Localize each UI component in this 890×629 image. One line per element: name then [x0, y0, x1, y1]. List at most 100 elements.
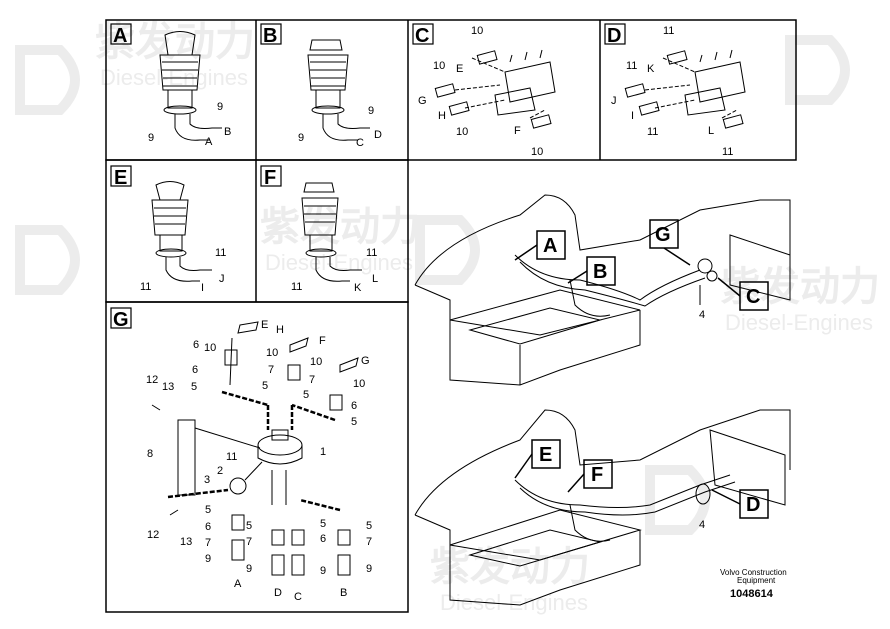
panel-f-label: F	[264, 167, 276, 189]
callout-9: 9	[246, 563, 252, 575]
connector-g: G	[361, 355, 370, 367]
callout-13: 13	[180, 536, 192, 548]
callout-11: 11	[722, 146, 733, 158]
panel-a-label-box	[110, 23, 132, 45]
panel-f-label-box	[260, 165, 282, 187]
connector-c: C	[356, 137, 364, 149]
callout-6: 6	[205, 521, 211, 533]
connector-k: K	[647, 63, 655, 75]
callout-10: 10	[310, 356, 322, 368]
panel-d-label: D	[607, 25, 621, 47]
callout-5: 5	[191, 381, 197, 393]
callout-10: 10	[204, 342, 216, 354]
connector-g: G	[418, 95, 427, 107]
callout-10: 10	[266, 347, 278, 359]
panel-a: A 9 9 B A	[110, 23, 231, 148]
callout-a: A	[543, 235, 557, 257]
connector-i: I	[201, 282, 204, 294]
joystick-icon	[307, 39, 370, 141]
valve-block-icon	[434, 49, 556, 129]
valve-assembly-icon	[151, 321, 359, 576]
connector-j: J	[219, 273, 225, 285]
callout-5: 5	[205, 504, 211, 516]
callout-12: 12	[146, 374, 158, 386]
joystick-icon	[151, 181, 212, 282]
valve-block-icon	[624, 49, 746, 129]
panel-b-label: B	[263, 25, 277, 47]
panel-g-label-box	[110, 307, 132, 329]
panel-g-label: G	[113, 309, 129, 331]
connector-f: F	[319, 335, 326, 347]
callout-11: 11	[140, 281, 151, 293]
callout-7: 7	[366, 536, 372, 548]
callout-9: 9	[298, 132, 304, 144]
callout-6: 6	[192, 364, 198, 376]
callout-5: 5	[351, 416, 357, 428]
joystick-icon	[159, 31, 222, 141]
callout-10: 10	[531, 146, 543, 158]
callout-f: F	[591, 464, 603, 486]
callout-5: 5	[262, 380, 268, 392]
connector-h: H	[438, 110, 446, 122]
panel-b-label-box	[260, 23, 282, 45]
panel-f: F 11 11 L K	[260, 165, 378, 294]
callout-9: 9	[217, 101, 223, 113]
panel-e-label-box	[110, 165, 132, 187]
callout-11: 11	[626, 60, 637, 72]
callout-7: 7	[205, 537, 211, 549]
callout-5: 5	[366, 520, 372, 532]
connector-h: H	[276, 324, 284, 336]
callout-7: 7	[246, 536, 252, 548]
callout-5: 5	[246, 520, 252, 532]
callout-5: 5	[303, 389, 309, 401]
callout-11: 11	[647, 126, 658, 138]
joystick-icon	[301, 182, 362, 282]
connector-b: B	[340, 587, 347, 599]
panel-d: D 11 11 11 11 K J I L	[604, 23, 746, 158]
callout-12: 12	[147, 529, 159, 541]
callout-13: 13	[162, 381, 174, 393]
callout-11: 11	[291, 281, 302, 293]
callout-e: E	[539, 444, 552, 466]
connector-j: J	[611, 95, 617, 107]
connector-c: C	[294, 591, 302, 603]
callout-9: 9	[320, 565, 326, 577]
callout-3: 3	[204, 474, 210, 486]
callout-4: 4	[699, 309, 705, 321]
callout-11: 11	[226, 451, 237, 463]
panel-c-label-box	[412, 23, 434, 45]
panel-e-label: E	[114, 167, 127, 189]
connector-i: I	[631, 110, 634, 122]
company-name-line2: Equipment	[737, 576, 776, 585]
callout-10: 10	[433, 60, 445, 72]
callout-7: 7	[268, 364, 274, 376]
callout-9: 9	[148, 132, 154, 144]
callout-5: 5	[320, 518, 326, 530]
panel-g: G	[110, 307, 372, 603]
callout-2: 2	[217, 465, 223, 477]
connector-a: A	[234, 578, 242, 590]
callout-1: 1	[320, 446, 326, 458]
connector-l: L	[372, 273, 378, 285]
connector-k: K	[354, 282, 362, 294]
callout-g: G	[655, 224, 671, 246]
machine-view-top	[414, 194, 791, 386]
callout-9: 9	[368, 105, 374, 117]
connector-l: L	[708, 125, 714, 137]
connector-d: D	[374, 129, 382, 141]
callout-10: 10	[456, 126, 468, 138]
connector-d: D	[274, 587, 282, 599]
connector-e: E	[261, 319, 268, 331]
callout-6: 6	[193, 339, 199, 351]
callout-boxes	[514, 219, 769, 519]
callout-b: B	[593, 261, 607, 283]
panel-d-label-box	[604, 23, 626, 45]
connector-a: A	[205, 136, 213, 148]
panel-a-label: A	[113, 25, 127, 47]
panel-e: E 11 11 J I	[110, 165, 226, 294]
callout-c: C	[746, 286, 760, 308]
company-name: Volvo Construction	[720, 568, 787, 577]
callout-6: 6	[320, 533, 326, 545]
callout-8: 8	[147, 448, 153, 460]
